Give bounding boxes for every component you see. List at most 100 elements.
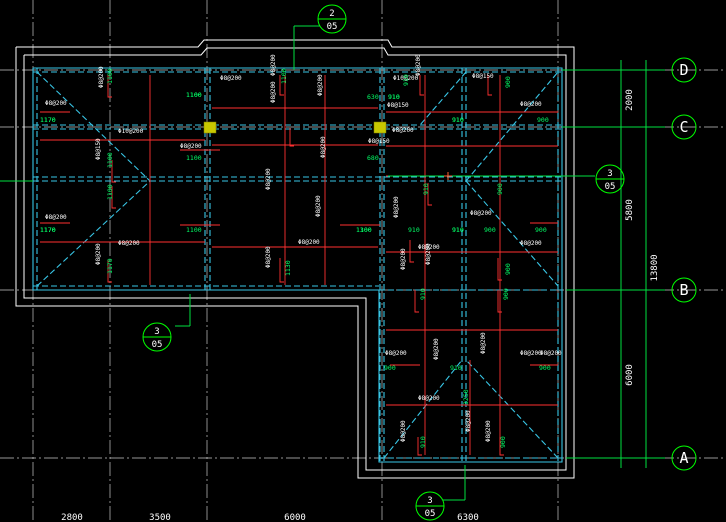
span-label: 900 — [537, 116, 549, 124]
rebar-label: Φ8@200 — [385, 350, 407, 357]
span-label: 1170 — [40, 226, 56, 234]
rebar-label: Φ8@200 — [265, 168, 272, 190]
span-label: 1100 — [356, 226, 372, 234]
section-mark-left-sheet: 05 — [152, 340, 163, 350]
column-marker — [203, 121, 217, 134]
span-label: 910 — [452, 226, 464, 234]
span-label: 900 — [539, 364, 551, 372]
span-label: 1100 — [186, 91, 202, 99]
dim-b-a: 6000 — [625, 364, 635, 386]
span-label: 1170 — [40, 116, 56, 124]
span-label: 900 — [504, 263, 512, 275]
rebar-label: Φ8@150 — [95, 138, 102, 160]
rebar-label: Φ8@200 — [393, 196, 400, 218]
span-label: 1170 — [40, 116, 56, 124]
axis-bubble-c: C — [671, 114, 697, 140]
rebar-label: Φ8@200 — [485, 420, 492, 442]
bottom-dimensions: 2800 3500 6000 6300 — [61, 513, 479, 522]
span-label: 900 — [535, 226, 547, 234]
span-label: 910 — [452, 116, 464, 124]
span-label: 1100 — [106, 152, 114, 168]
span-label: 900 — [499, 436, 507, 448]
axis-bubbles: D C B A — [671, 57, 697, 471]
column-marker — [373, 121, 387, 134]
span-label: 910 — [408, 226, 420, 234]
span-label: 910 — [452, 116, 464, 124]
rebar-label: Φ10@200 — [393, 75, 419, 82]
span-label: 900 — [484, 226, 496, 234]
outer-walls — [15, 39, 575, 479]
rebar-label: Φ10@200 — [118, 128, 144, 135]
axis-label-b: B — [679, 281, 688, 299]
dim-c-b: 5800 — [625, 199, 635, 221]
axis-bubble-a: A — [671, 445, 697, 471]
rebar-label: Φ8@200 — [540, 350, 562, 357]
rebar-label: Φ8@200 — [45, 100, 67, 107]
bottom-dim-1: 2800 — [61, 513, 83, 522]
section-mark-right-sheet: 05 — [605, 182, 616, 192]
span-label: 910 — [388, 93, 400, 101]
axis-label-a: A — [679, 449, 688, 467]
rebar-label: Φ8@200 — [400, 248, 407, 270]
span-label: 1170 — [40, 226, 56, 234]
span-label: 910 — [452, 226, 464, 234]
section-bubbles: 2 05 3 05 3 05 3 05 — [142, 4, 625, 521]
section-mark-bottom: 3 05 — [415, 491, 445, 521]
bottom-dim-3: 6000 — [284, 513, 306, 522]
section-mark-top-sheet: 05 — [327, 22, 338, 32]
section-mark-bottom-num: 3 — [427, 496, 432, 506]
rebar-label: Φ8@200 — [315, 195, 322, 217]
section-mark-left: 3 05 — [142, 322, 172, 352]
span-label: 1300 — [356, 226, 372, 234]
span-label: 910 — [450, 364, 462, 372]
section-lines — [0, 25, 665, 501]
rebar-label: Φ8@200 — [433, 338, 440, 360]
rebar-label: Φ8@200 — [418, 395, 440, 402]
span-label: 1100 — [186, 154, 202, 162]
span-label: 1170 — [106, 258, 114, 274]
rebar-label: Φ8@200 — [320, 136, 327, 158]
column-markers — [203, 121, 387, 134]
rebar-label: Φ8@200 — [465, 410, 472, 432]
rebar-label: Φ8@200 — [415, 54, 422, 76]
section-mark-right-num: 3 — [607, 169, 612, 179]
rebar-label: Φ8@200 — [418, 244, 440, 251]
rebar-label: Φ8@200 — [520, 350, 542, 357]
dim-total: 13800 — [650, 254, 660, 281]
span-label: 910 — [422, 183, 430, 195]
rebar-label: Φ8@200 — [317, 74, 324, 96]
span-label: 900 — [496, 183, 504, 195]
axis-bubble-d: D — [671, 57, 697, 83]
rebar-label: Φ8@200 — [265, 246, 272, 268]
span-label: 910 — [402, 74, 410, 86]
rebar-label: Φ8@200 — [180, 143, 202, 150]
rebar-label: Φ8@200 — [98, 66, 105, 88]
span-label: 900 — [384, 364, 396, 372]
span-label: 1100 — [106, 184, 114, 200]
rebar-label: Φ8@200 — [298, 239, 320, 246]
axis-label-d: D — [679, 61, 688, 79]
slab-edges — [32, 67, 563, 463]
dim-d-c: 2000 — [625, 89, 635, 111]
span-label: 910 — [419, 288, 427, 300]
section-mark-right: 3 05 — [595, 164, 625, 194]
rebar-label: Φ8@200 — [270, 81, 277, 103]
right-dimensions: 2000 5800 6000 13800 — [625, 89, 660, 386]
rebar-label: Φ8@200 — [220, 75, 242, 82]
rebar-label: Φ8@200 — [392, 127, 414, 134]
section-mark-bottom-sheet: 05 — [425, 509, 436, 519]
span-label: 3250 — [462, 389, 470, 405]
rebar-label: Φ8@200 — [470, 210, 492, 217]
span-label: 1100 — [280, 68, 288, 84]
rebar-label: Φ8@200 — [400, 420, 407, 442]
span-label: 900 — [502, 288, 510, 300]
reference-cross — [444, 172, 452, 180]
span-label: 1100 — [186, 91, 202, 99]
rebar-label: Φ8@150 — [368, 138, 390, 145]
rebar-label: Φ8@200 — [480, 332, 487, 354]
span-label: 1170 — [40, 226, 56, 234]
span-label: 1100 — [186, 226, 202, 234]
rebar-label: Φ8@200 — [45, 214, 67, 221]
